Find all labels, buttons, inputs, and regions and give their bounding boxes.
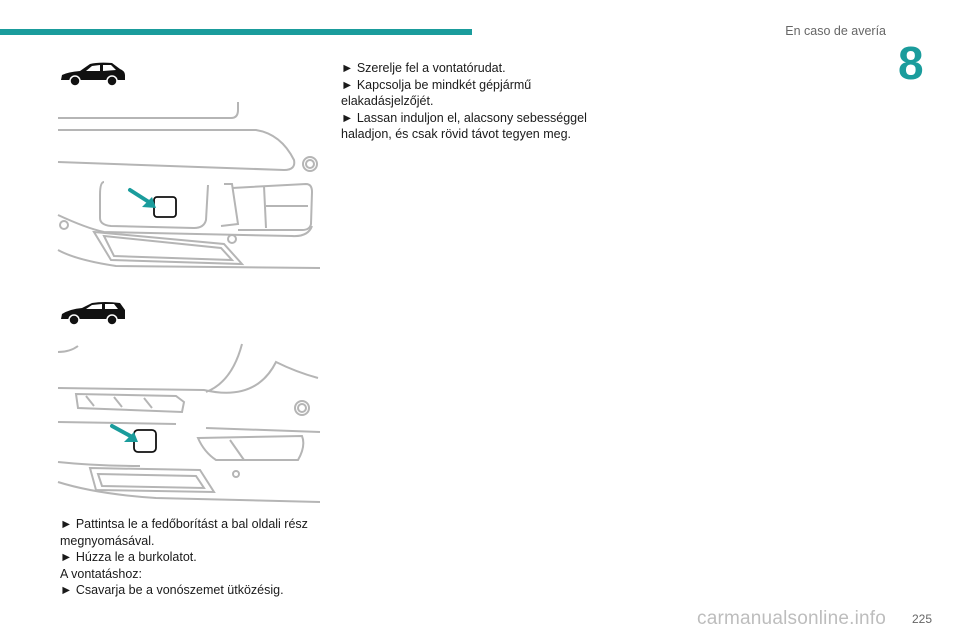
- instructions-right: ► Szerelje fel a vontatórudat. ► Kapcsol…: [341, 60, 611, 143]
- header-accent-bar: [0, 29, 472, 35]
- bumper-illustration-1: [57, 102, 321, 269]
- instructions-left: ► Pattintsa le a fedőborítást a bal olda…: [60, 516, 330, 599]
- instruction-step: ► Lassan induljon el, alacsony sebességg…: [341, 110, 587, 142]
- instruction-step: ► Kapcsolja be mindkét gépjármű elakadás…: [341, 77, 532, 109]
- chapter-number: 8: [898, 37, 924, 89]
- instruction-subheading: A vontatáshoz:: [60, 566, 143, 581]
- bumper-illustration-2: [57, 343, 321, 503]
- page-number: 225: [912, 612, 933, 626]
- instruction-step: ► Pattintsa le a fedőborítást a bal olda…: [60, 517, 308, 548]
- section-title: En caso de avería: [785, 24, 886, 38]
- estate-car-icon: [61, 302, 125, 326]
- instruction-step: ► Szerelje fel a vontatórudat.: [341, 61, 506, 75]
- watermark: carmanualsonline.info: [697, 608, 887, 629]
- instruction-step: ► Húzza le a burkolatot.: [60, 550, 197, 564]
- suv-car-icon: [61, 62, 125, 87]
- instruction-step: ► Csavarja be a vonószemet ütközésig.: [60, 583, 284, 597]
